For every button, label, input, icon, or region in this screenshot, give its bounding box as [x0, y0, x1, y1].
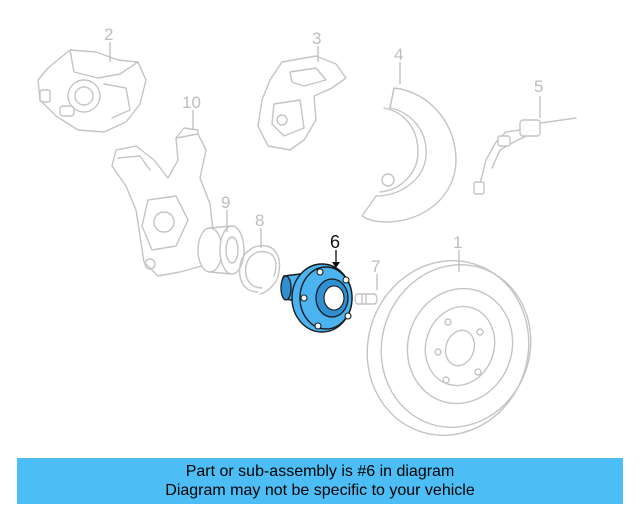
- callout-6[interactable]: 6: [330, 232, 340, 252]
- part-5-abs-sensor[interactable]: [473, 117, 577, 195]
- callout-3[interactable]: 3: [312, 29, 321, 48]
- part-9-wheel-bearing[interactable]: [197, 225, 245, 275]
- callout-10[interactable]: 10: [182, 93, 201, 112]
- info-banner: Part or sub-assembly is #6 in diagram Di…: [17, 458, 623, 504]
- parts-diagram: 2 3 4 5 10: [37, 25, 577, 452]
- banner-line-1: Part or sub-assembly is #6 in diagram: [185, 463, 455, 480]
- part-4-splash-shield[interactable]: [361, 87, 457, 223]
- part-2-caliper[interactable]: [37, 49, 147, 133]
- callout-1[interactable]: 1: [453, 233, 462, 252]
- callout-2[interactable]: 2: [104, 25, 113, 44]
- banner-line-2: Diagram may not be specific to your vehi…: [165, 482, 475, 499]
- callout-8[interactable]: 8: [255, 211, 264, 230]
- part-3-caliper-bracket[interactable]: [257, 55, 347, 151]
- callout-4[interactable]: 4: [394, 45, 403, 64]
- callout-5[interactable]: 5: [534, 77, 543, 96]
- callout-7[interactable]: 7: [371, 257, 380, 276]
- callout-9[interactable]: 9: [221, 193, 230, 212]
- part-7-wheel-stud[interactable]: [354, 293, 378, 305]
- part-10-steering-knuckle[interactable]: [111, 127, 215, 277]
- part-8-snap-ring[interactable]: [238, 245, 281, 295]
- part-1-brake-rotor[interactable]: [345, 240, 552, 452]
- part-6-wheel-hub[interactable]: [280, 263, 353, 333]
